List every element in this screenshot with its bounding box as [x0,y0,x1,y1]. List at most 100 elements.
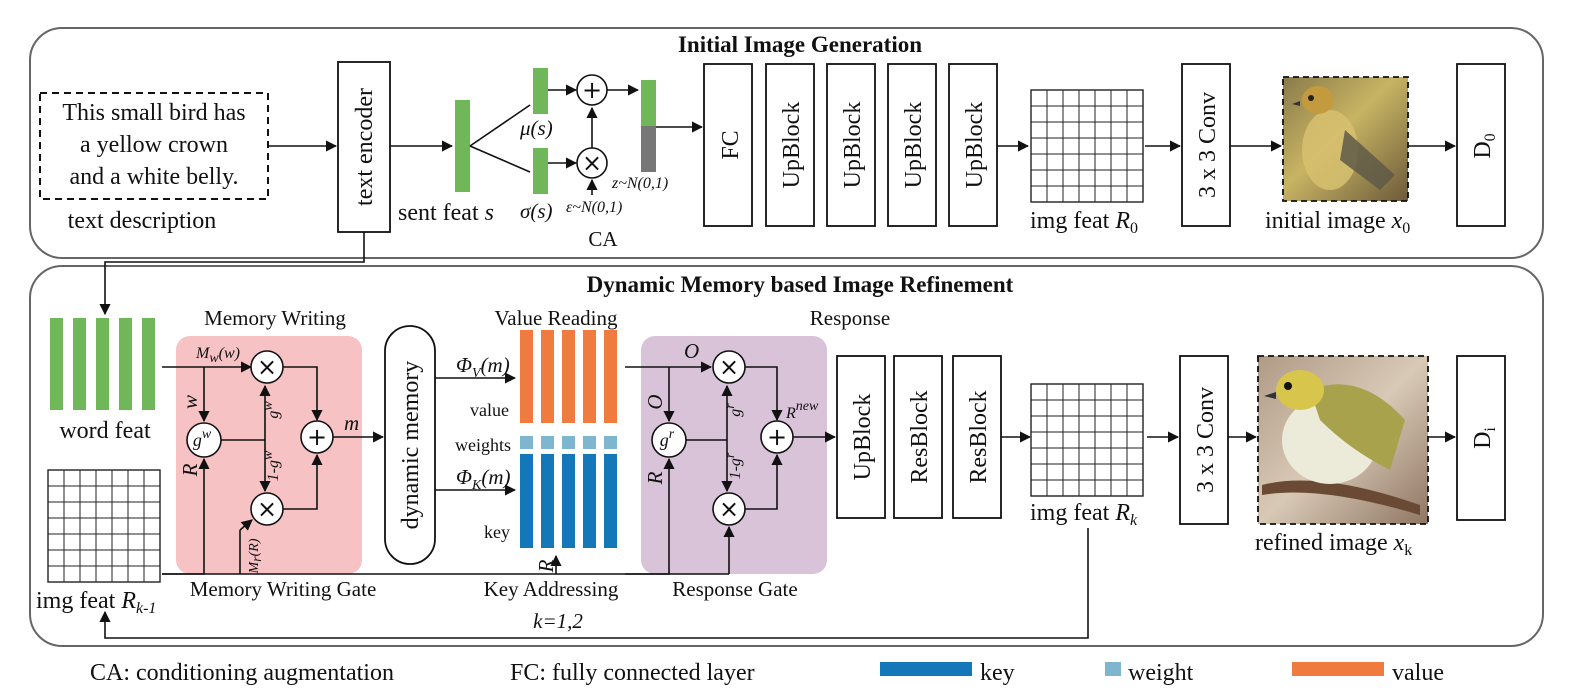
fc-box [703,63,753,227]
value-bar [520,330,533,423]
word-feat-bar [142,318,155,410]
mw-label: Mw(w) [195,345,240,366]
word-feat-label: word feat [59,418,151,444]
mwg-times-top-symbol: × [257,353,277,381]
img-feat-rk-1-grid [47,469,161,583]
fc-label: FC [718,130,744,159]
weight-square [562,436,575,449]
text-desc-line-3: and a white belly. [69,164,238,190]
resblock-2-label: ResBlock [966,390,992,483]
conv-top-box [1181,63,1231,227]
value-bar [562,330,575,423]
ca-times-symbol: × [582,149,602,177]
grid-frame [1030,383,1144,497]
key-bar [541,454,554,548]
grid-frame [47,469,161,583]
key-bar [604,454,617,548]
ca-plus-symbol: + [582,76,602,104]
upblock-1-label: UpBlock [779,102,805,189]
top-panel-title: Initial Image Generation [678,32,922,57]
z-label: z~N(0,1) [611,175,668,192]
legend-weight-swatch [1105,662,1121,676]
edge-times-top-to-plus [283,366,323,422]
legend-value-swatch [1292,662,1384,676]
o-label-top: O [684,339,699,363]
img-feat-r0-label: img feat R0 [1030,208,1138,237]
value-label: value [470,400,509,420]
memory-writing-label: Memory Writing [204,306,346,330]
z-bar-cond [641,80,656,126]
refine-upblock [836,355,886,519]
rg-times-bot-symbol: × [719,495,739,523]
upblock-3 [887,63,937,227]
upblock-1 [765,63,815,227]
edge-sent-to-sigma [469,145,531,173]
edge-encoder-to-word-feat [99,232,365,316]
edge-rg-bot-to-plus [745,453,783,510]
sent-feat-bar [455,100,470,192]
phi-k-label: ΦK(m) [456,465,511,493]
memory-writing-gate-region [176,336,362,574]
weight-square [604,436,617,449]
gr-gate-top-label: gr [723,403,744,417]
conv-bottom-label: 3 x 3 Conv [1193,387,1219,493]
text-description-label: text description [68,208,217,234]
edge-r-to-times-bot [239,519,253,531]
refine-upblock-label: UpBlock [850,394,876,481]
key-label: key [484,522,510,542]
one-minus-gr-label: 1-gr [723,452,744,479]
phi-v-label: ΦV(m) [456,353,510,381]
legend-key-label: key [980,660,1015,686]
upblock-4 [948,63,998,227]
m-label: m [344,411,359,435]
mr-label: Mr(R) [247,538,265,574]
initial-image [1282,76,1409,202]
word-feat-bar [119,318,132,410]
legend-ca: CA: conditioning augmentation [90,660,394,686]
value-bar [604,330,617,423]
edge-rg-top-to-plus [745,366,783,422]
value-bar [583,330,596,423]
key-bar [520,454,533,548]
resblock-2 [952,355,1002,519]
resblock-1-label: ResBlock [907,390,933,483]
r-label-key: R [534,559,558,573]
mwg-times-bot-symbol: × [257,495,277,523]
rnew-label: Rnew [785,399,819,422]
key-bar [583,454,596,548]
rg-plus-symbol: + [767,423,787,451]
img-feat-rk-1-label: img feat Rk-1 [36,588,156,617]
word-feat-bar [50,318,63,410]
text-encoder-box [337,61,391,233]
r-label-rg: R [643,471,667,485]
upblock-3-label: UpBlock [901,102,927,189]
value-bar [541,330,554,423]
text-encoder-label: text encoder [352,88,378,206]
weight-square [520,436,533,449]
sent-feat-label: sent feat s [398,200,494,226]
weight-square [541,436,554,449]
response-label: Response [810,306,891,330]
dynamic-memory-label: dynamic memory [398,361,424,530]
img-feat-rk-label: img feat Rk [1030,500,1138,529]
text-desc-line-2: a yellow crown [80,132,228,158]
w-label: w [178,395,202,409]
ca-label: CA [588,227,618,251]
o-label-side: O [643,394,667,409]
grid-frame [1030,89,1144,203]
z-bar-noise [641,126,656,172]
d0-box [1456,63,1506,227]
word-feat-bar [96,318,109,410]
word-feat-bars [50,318,155,410]
key-addressing-label: Key Addressing [484,577,619,601]
text-description-box [39,92,269,200]
legend-value-label: value [1392,660,1444,686]
value-reading-label: Value Reading [494,306,618,330]
upblock-2-label: UpBlock [840,102,866,189]
memory-slot-bars [520,330,617,548]
gw-gate-top-label: gw [261,401,282,419]
weights-label: weights [455,435,511,455]
di-label: Di [1470,427,1499,449]
one-minus-gw-label: 1-gw [261,450,282,481]
upblock-4-label: UpBlock [962,102,988,189]
